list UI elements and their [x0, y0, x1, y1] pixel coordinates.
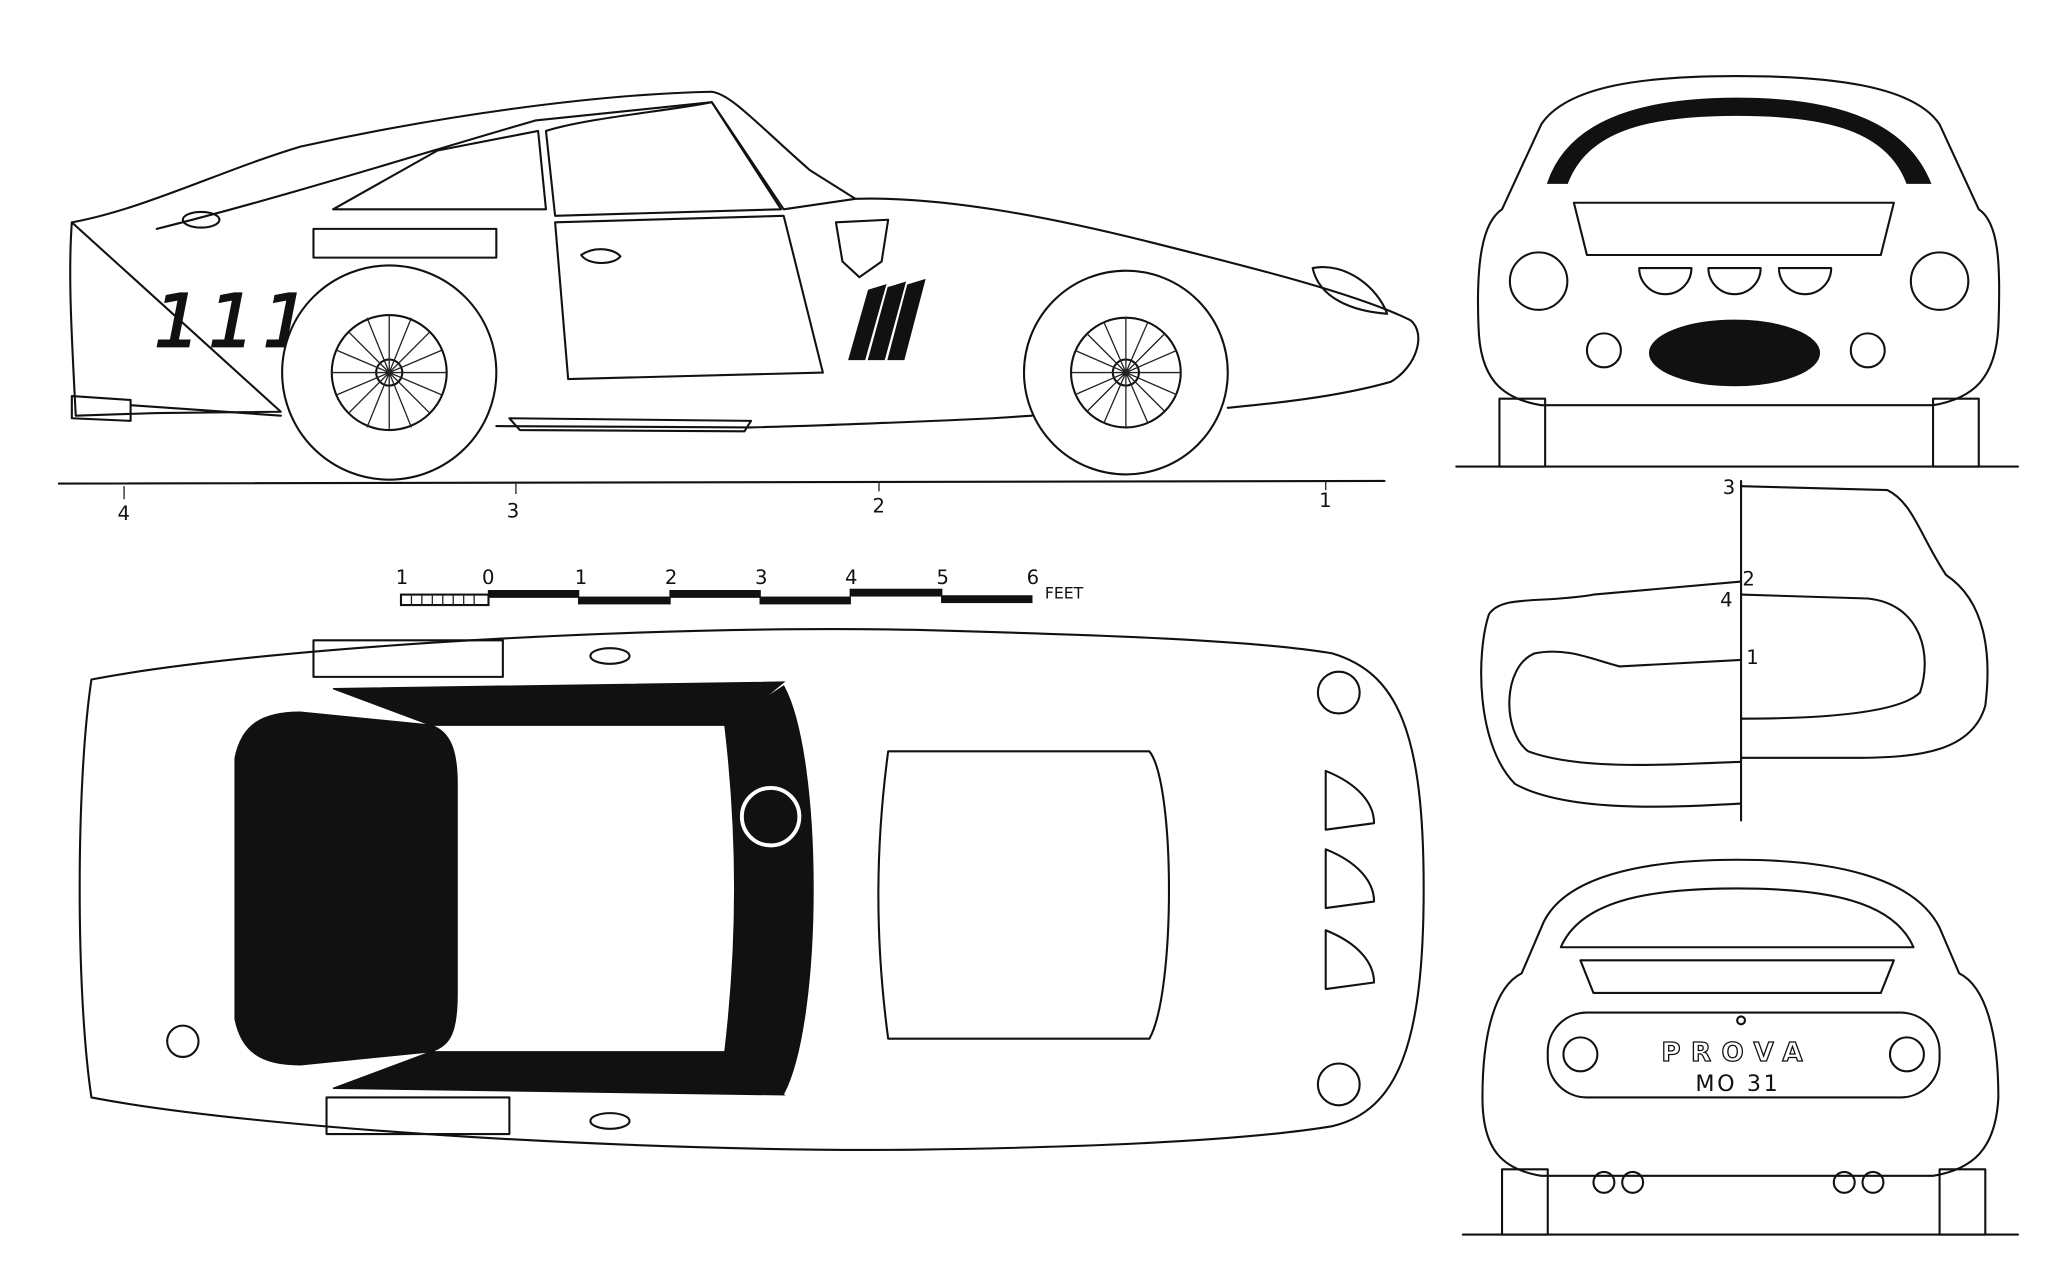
top-rear-panel-lower: [325, 1096, 511, 1136]
section-station-2: 2: [1742, 567, 1754, 590]
section-station-4: 4: [1720, 588, 1732, 611]
top-rear-window: [234, 711, 458, 1066]
top-handle-lower: [589, 1112, 631, 1130]
front-grille: [1648, 319, 1821, 387]
side-door-window: [544, 101, 783, 217]
scale-tick: 4: [845, 566, 857, 589]
side-station-4: 4: [118, 502, 130, 525]
scale-tick: 0: [482, 566, 494, 589]
top-side-glass-lower: [332, 1051, 786, 1096]
top-windshield: [724, 685, 814, 1095]
side-roofline: [155, 101, 857, 230]
rear-plate-top: PROVA: [1661, 1038, 1813, 1068]
top-rear-panel-upper: [312, 639, 504, 678]
rear-tire-left: [1500, 1168, 1549, 1236]
section-view: 3 2 4 1: [1480, 476, 1989, 822]
front-windshield: [1546, 97, 1932, 184]
top-view: [78, 628, 1425, 1151]
rear-wheel: [281, 264, 498, 481]
rear-window: [1559, 887, 1915, 949]
front-wheel: [1022, 269, 1229, 476]
front-headlight-left: [1508, 251, 1569, 311]
top-hood: [877, 750, 1171, 1040]
scale-bar: 1 0 1 2 3 4 5 6 FEET: [396, 566, 1084, 607]
scale-tick: 5: [936, 566, 948, 589]
side-exhaust: [70, 395, 282, 422]
rear-exhausts: [1592, 1170, 1885, 1194]
side-rocker: [508, 417, 753, 433]
rear-body-outline: [1481, 858, 2000, 1177]
front-tire-left: [1498, 397, 1547, 468]
top-steering-wheel: [739, 785, 802, 848]
side-door-handle: [580, 248, 622, 265]
rear-tire-right: [1938, 1168, 1987, 1236]
rear-plate-panel: [1546, 1011, 1941, 1099]
rear-deck: [1579, 959, 1895, 995]
rear-view: PROVA MO 31: [1461, 858, 2020, 1236]
side-rear-window: [332, 129, 548, 211]
side-fuel-cap: [181, 210, 221, 229]
scale-tick: 3: [755, 566, 767, 589]
side-view: 111 4 3 2 1: [57, 90, 1420, 525]
side-rear-panel: [312, 227, 498, 259]
front-headlight-right: [1909, 251, 1970, 311]
scale-tick: 1: [396, 566, 408, 589]
scale-tick: 1: [575, 566, 587, 589]
top-fuel-cap: [166, 1024, 200, 1059]
side-door: [554, 214, 824, 381]
front-hood: [1572, 201, 1895, 257]
side-vents: [848, 278, 926, 361]
top-handle-upper: [589, 647, 631, 665]
side-station-3: 3: [507, 500, 519, 523]
side-ground-line: [57, 479, 1386, 485]
side-headlight: [1311, 266, 1389, 315]
section-station-1: 1: [1746, 646, 1758, 669]
side-station-1: 1: [1319, 489, 1331, 512]
front-tire-right: [1932, 397, 1980, 468]
front-view: [1455, 75, 2020, 468]
top-body-outline: [78, 628, 1425, 1151]
section-station-3: 3: [1723, 476, 1735, 499]
side-body-outline: [69, 90, 1420, 429]
rear-plate-bottom: MO 31: [1695, 1071, 1780, 1097]
front-body-outline: [1476, 75, 2001, 407]
scale-tick: 6: [1027, 566, 1039, 589]
scale-tick: 2: [665, 566, 677, 589]
top-side-glass-upper: [332, 681, 786, 726]
top-grille-lights: [1316, 670, 1376, 1107]
side-prancing-horse-badge: [834, 218, 890, 279]
scale-unit: FEET: [1045, 584, 1084, 603]
side-station-2: 2: [872, 494, 884, 517]
